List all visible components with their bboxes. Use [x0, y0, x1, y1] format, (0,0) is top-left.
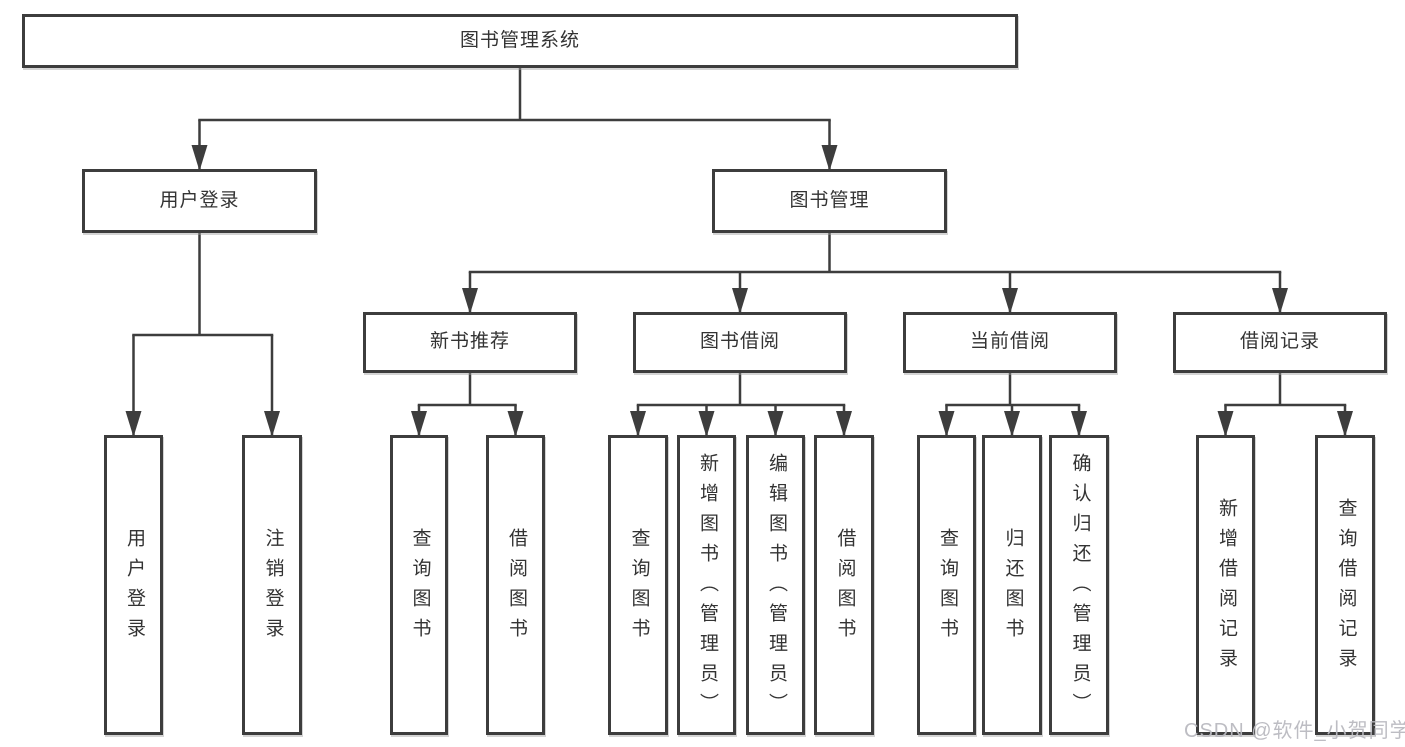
node-label: 新书推荐: [429, 331, 510, 353]
connector-mgmt-new-books-arrowhead-icon: [462, 288, 478, 314]
connector-current-cb-return-arrowhead-icon: [1004, 411, 1020, 437]
node-root: 图书管理系统: [22, 14, 1018, 68]
node-label: 当前借阅: [969, 331, 1050, 353]
node-records: 借阅记录: [1173, 312, 1387, 373]
node-label: 查询图书: [409, 528, 431, 648]
connector-borrow-bb-query-arrowhead-icon: [630, 411, 646, 437]
connector-borrow-bb-add-arrowhead-icon: [698, 411, 715, 437]
node-label: 借阅记录: [1239, 331, 1320, 353]
node-label: 图书管理: [789, 189, 870, 211]
node-label: 图书管理系统: [459, 29, 580, 51]
node-label: 归还图书: [1002, 528, 1024, 648]
connector-current-cb-confirm-arrowhead-icon: [1071, 411, 1087, 437]
connector-mgmt-current-arrowhead-icon: [1002, 288, 1018, 314]
connector-mgmt-records-arrowhead-icon: [1272, 288, 1288, 314]
node-label: 查询借阅记录: [1335, 498, 1357, 678]
connector-current-cb-query-arrowhead-icon: [938, 411, 955, 437]
node-label: 查询图书: [628, 528, 650, 648]
node-label: 新增图书（管理员）: [696, 453, 718, 723]
connector-records-rec-query-arrowhead-icon: [1337, 411, 1353, 437]
node-label: 用户登录: [123, 528, 145, 648]
node-label: 新增借阅记录: [1215, 498, 1237, 678]
node-label: 确认归还（管理员）: [1069, 453, 1091, 723]
node-cb-query: 查询图书: [917, 435, 976, 735]
node-current: 当前借阅: [903, 312, 1117, 373]
connector-borrow-bb-borrow-arrowhead-icon: [836, 411, 852, 437]
node-label: 查询图书: [936, 528, 958, 648]
connector-new-books-nb-borrow-arrowhead-icon: [507, 411, 524, 437]
node-bb-edit: 编辑图书（管理员）: [746, 435, 805, 735]
node-rec-query: 查询借阅记录: [1315, 435, 1375, 735]
node-rec-add: 新增借阅记录: [1196, 435, 1255, 735]
node-nb-borrow: 借阅图书: [486, 435, 545, 735]
node-borrow: 图书借阅: [633, 312, 847, 373]
connector-borrow-bb-edit-arrowhead-icon: [767, 411, 784, 437]
node-logout: 注销登录: [242, 435, 302, 735]
connector-login-logout-arrowhead-icon: [264, 411, 280, 437]
connector-root-mgmt-arrowhead-icon: [821, 145, 838, 171]
node-bb-borrow: 借阅图书: [814, 435, 874, 735]
node-label: 借阅图书: [834, 528, 856, 648]
connector-mgmt-borrow-arrowhead-icon: [732, 288, 748, 314]
connector-new-books-nb-query-arrowhead-icon: [411, 411, 427, 437]
connector-root-login-arrowhead-icon: [191, 145, 208, 171]
connector-login-user-login-arrowhead-icon: [125, 411, 142, 437]
node-label: 编辑图书（管理员）: [765, 453, 787, 723]
node-label: 借阅图书: [505, 528, 527, 648]
node-nb-query: 查询图书: [390, 435, 448, 735]
node-label: 图书借阅: [699, 331, 780, 353]
node-label: 用户登录: [159, 189, 240, 211]
watermark: CSDN @软件_小贺同学: [1184, 720, 1405, 742]
node-new-books: 新书推荐: [363, 312, 577, 373]
node-mgmt: 图书管理: [712, 169, 947, 233]
node-user-login: 用户登录: [104, 435, 163, 735]
node-bb-query: 查询图书: [608, 435, 668, 735]
node-label: 注销登录: [262, 528, 284, 648]
node-login: 用户登录: [82, 169, 317, 233]
node-cb-confirm: 确认归还（管理员）: [1049, 435, 1109, 735]
node-bb-add: 新增图书（管理员）: [677, 435, 736, 735]
connector-records-rec-add-arrowhead-icon: [1217, 411, 1234, 437]
node-cb-return: 归还图书: [982, 435, 1042, 735]
